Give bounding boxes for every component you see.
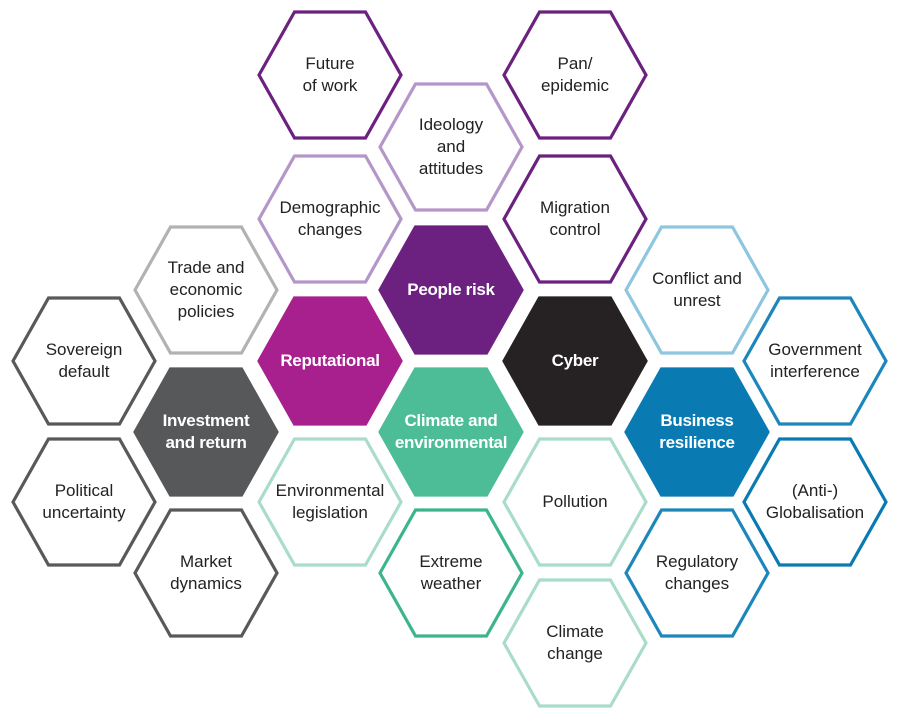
- hexagon-future-of-work: [257, 10, 403, 140]
- hexagon-environmental-legislation: [257, 437, 403, 567]
- hexagon-conflict-and-unrest: [624, 225, 770, 355]
- hexagon-political-uncertainty: [11, 437, 157, 567]
- hexagon-sovereign-default: [11, 296, 157, 426]
- hexagon-ideology-and-attitudes: [378, 82, 524, 212]
- hexagon-cyber: [502, 296, 648, 426]
- hexagon-migration-control: [502, 154, 648, 284]
- hexagon-climate-and-environmental: [378, 367, 524, 497]
- hexagon-pan-epidemic: [502, 10, 648, 140]
- hexagon-investment-and-return: [133, 367, 279, 497]
- hexagon-people-risk: [378, 225, 524, 355]
- hexagon-demographic-changes: [257, 154, 403, 284]
- hexagon-pollution: [502, 437, 648, 567]
- hexagon-anti-globalisation: [742, 437, 888, 567]
- hexagon-reputational: [257, 296, 403, 426]
- hexagon-business-resilience: [624, 367, 770, 497]
- hexagon-regulatory-changes: [624, 508, 770, 638]
- hexagon-trade-and-economic-policies: [133, 225, 279, 355]
- hexagon-extreme-weather: [378, 508, 524, 638]
- hexagon-market-dynamics: [133, 508, 279, 638]
- hexagon-climate-change: [502, 578, 648, 708]
- hexagon-government-interference: [742, 296, 888, 426]
